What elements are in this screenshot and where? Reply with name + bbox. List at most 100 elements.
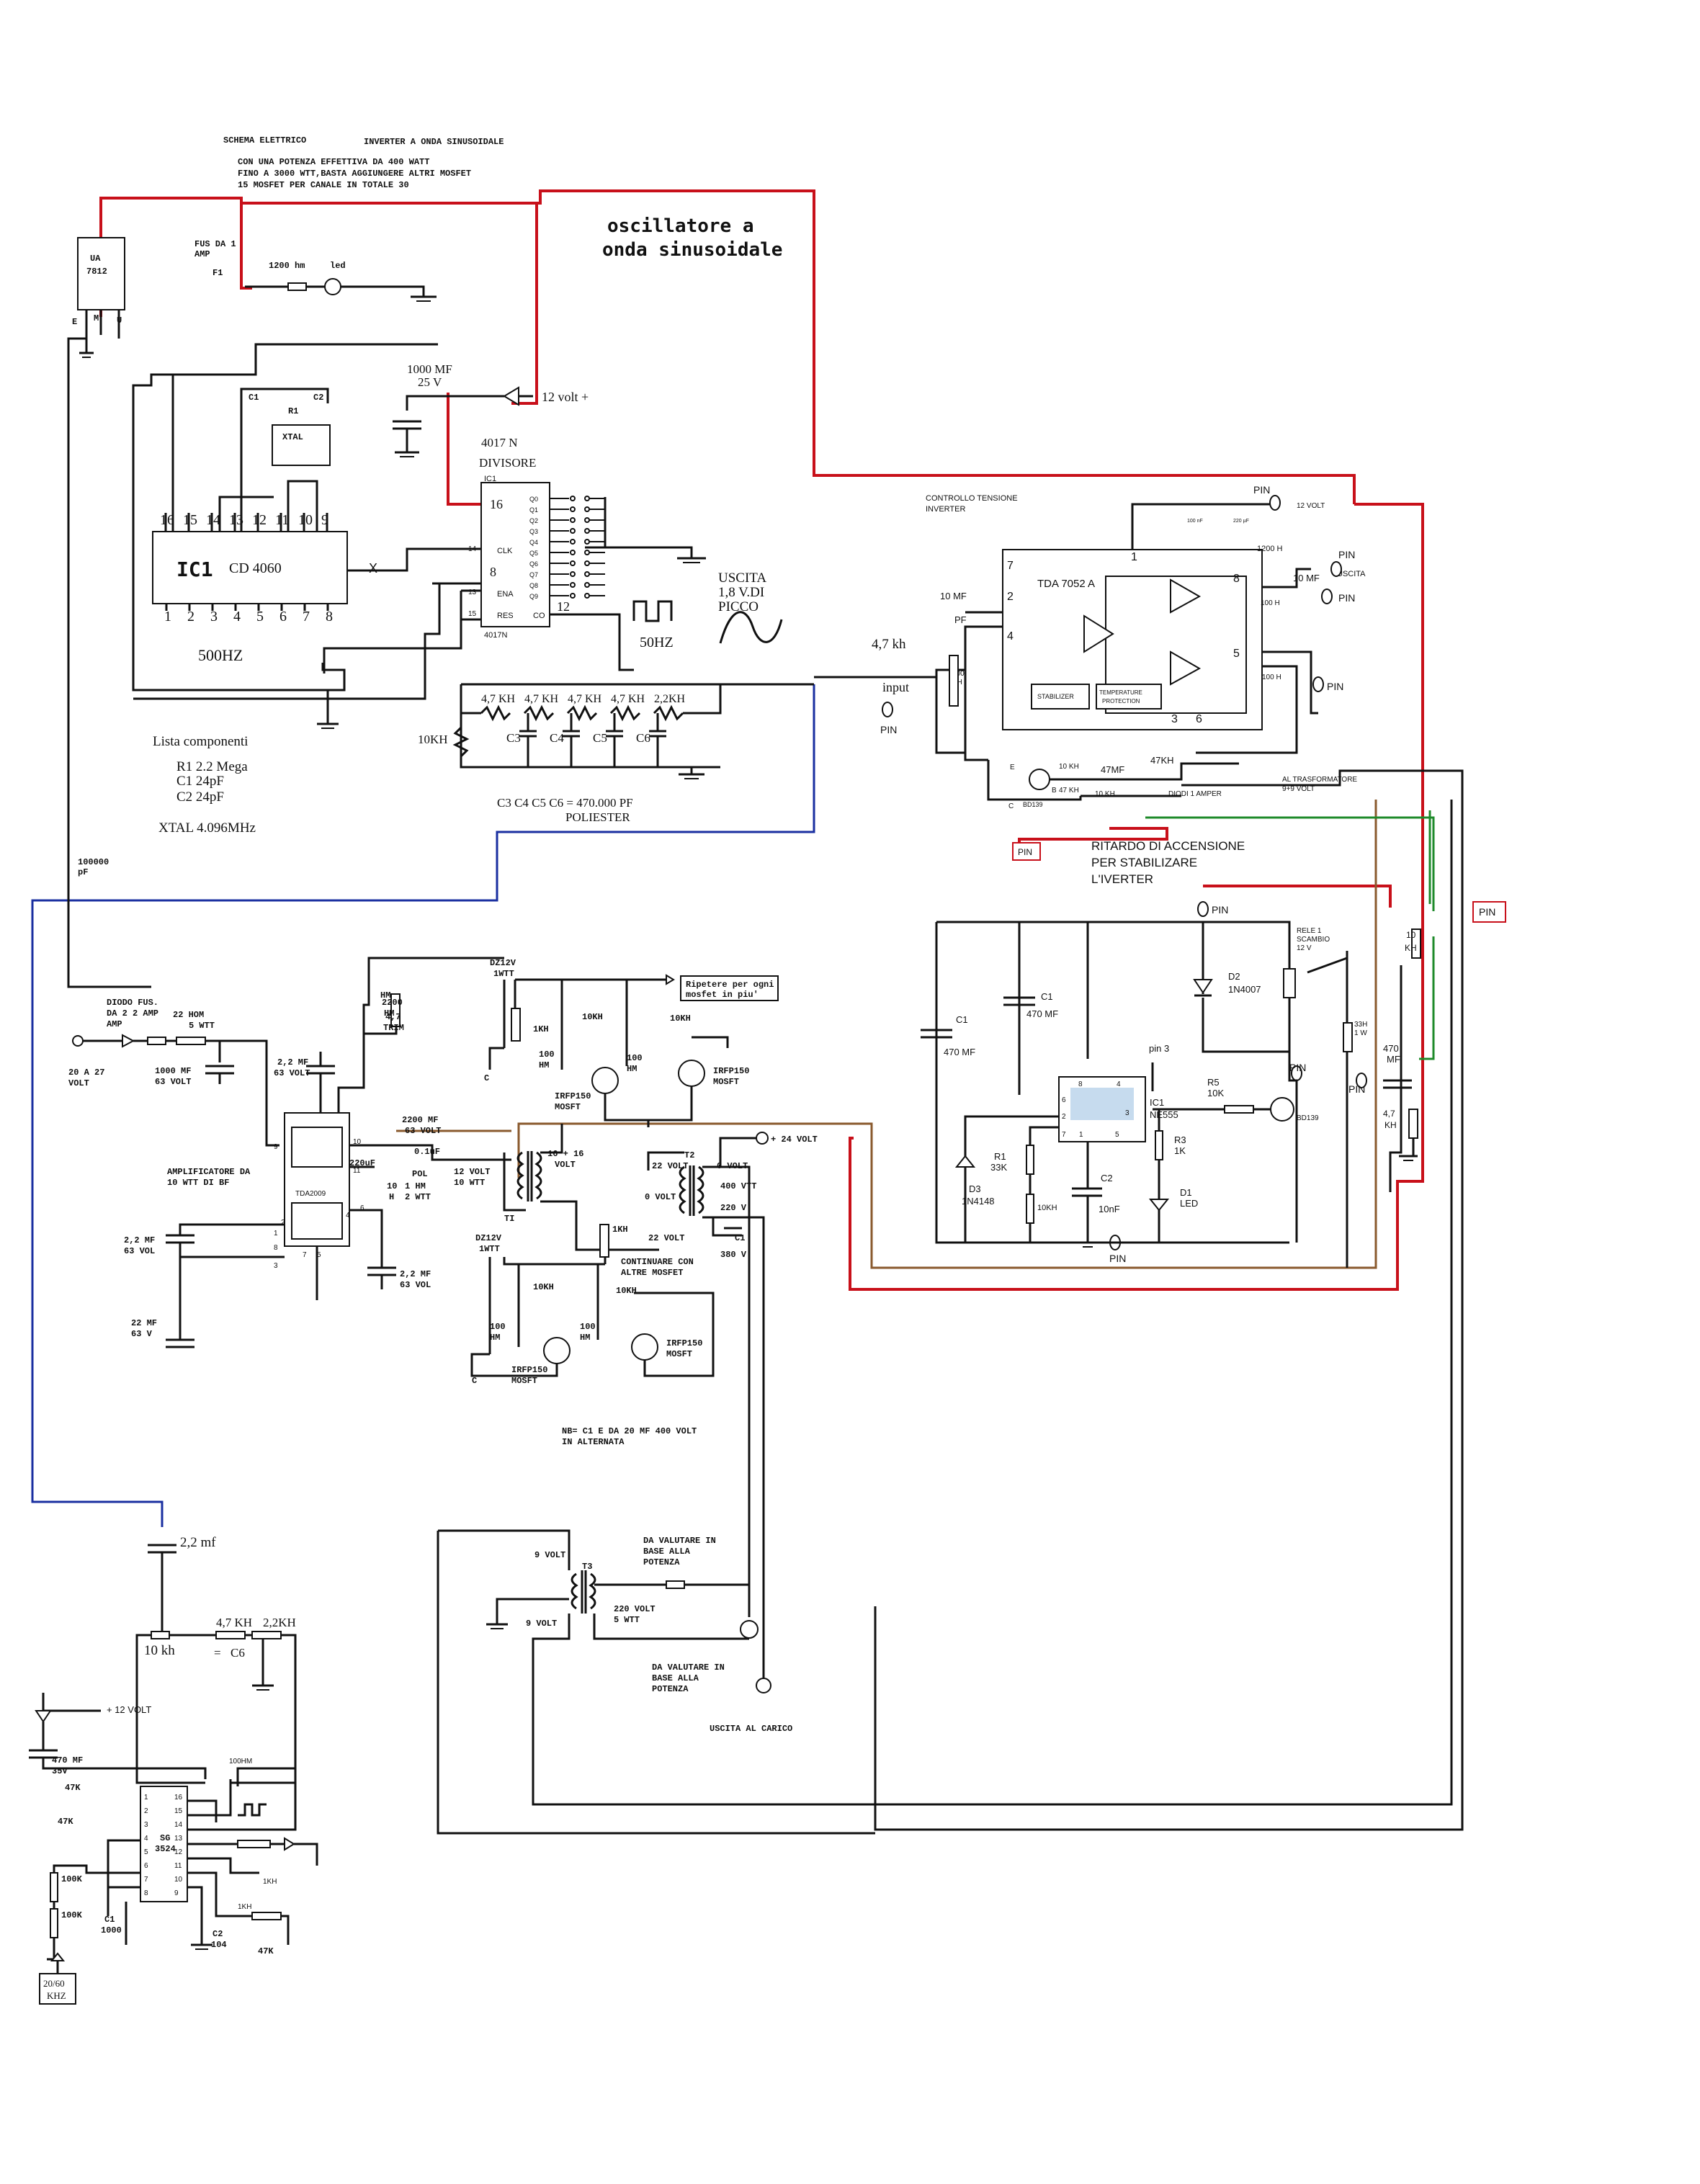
sg3524-pin: 1: [144, 1794, 148, 1802]
tda2009-pin: 11: [353, 1167, 361, 1175]
svg-text:pF: pF: [78, 867, 88, 877]
sg3524-pin: 3: [144, 1821, 148, 1829]
svg-text:NE555: NE555: [1150, 1109, 1178, 1120]
svg-text:380 V: 380 V: [720, 1250, 747, 1260]
pwm-freq: 20/60: [43, 1978, 65, 1989]
svg-text:10: 10: [1406, 930, 1416, 940]
cd4060-pin: 1: [164, 609, 171, 625]
filter-resistor: 2,2KH: [654, 693, 686, 705]
svg-text:47K: 47K: [258, 1946, 274, 1956]
svg-text:10: 10: [387, 1181, 397, 1191]
plus-12v-pwm: + 12 VOLT: [107, 1704, 151, 1715]
tda2009-pin: 5: [317, 1251, 321, 1259]
svg-text:R3: R3: [1174, 1134, 1186, 1145]
divider-output: Q6: [529, 560, 538, 568]
divider-output: Q1: [529, 506, 538, 514]
transformer-t1: [516, 1151, 542, 1201]
r-10kh: 10KH: [418, 733, 448, 746]
svg-text:1KH: 1KH: [533, 1024, 549, 1034]
cd4060-pin: 8: [326, 609, 333, 625]
delay-title-1: RITARDO DI ACCENSIONE: [1091, 839, 1245, 853]
svg-text:BASE ALLA: BASE ALLA: [643, 1547, 691, 1557]
sg3524-pin: 7: [144, 1876, 148, 1884]
supply-12v: 12 volt +: [542, 390, 589, 404]
svg-text:5 WTT: 5 WTT: [189, 1021, 215, 1031]
svg-text:PF: PF: [954, 614, 967, 625]
oscillator-title-1: oscillatore a: [607, 215, 754, 237]
pin-marker: PIN: [1253, 484, 1270, 496]
divider-output: Q5: [529, 550, 538, 557]
svg-text:INVERTER: INVERTER: [926, 505, 965, 514]
svg-text:4017N: 4017N: [484, 631, 507, 640]
svg-text:100 H: 100 H: [1261, 599, 1280, 607]
ne555-pin: 1: [1079, 1131, 1083, 1139]
svg-text:C6: C6: [231, 1646, 245, 1660]
svg-text:IC1: IC1: [1150, 1097, 1164, 1108]
cd4060-pin: 9: [321, 512, 328, 528]
svg-text:IN ALTERNATA: IN ALTERNATA: [562, 1437, 625, 1447]
sg3524-pin: 9: [174, 1889, 179, 1897]
svg-text:C: C: [1008, 802, 1014, 810]
divider-part: 4017 N: [481, 436, 518, 449]
oscillator-title-2: onda sinusoidale: [602, 239, 782, 261]
svg-text:25 V: 25 V: [418, 375, 442, 389]
pin-box-right: [1472, 901, 1506, 923]
svg-text:33H: 33H: [1354, 1021, 1367, 1029]
svg-text:470 MF: 470 MF: [52, 1755, 83, 1765]
svg-text:DA 2 2 AMP: DA 2 2 AMP: [107, 1008, 158, 1019]
svg-text:H: H: [389, 1192, 394, 1202]
divider-output: Q9: [529, 593, 538, 600]
filter-cap: C6: [636, 731, 650, 745]
svg-text:KHZ: KHZ: [47, 1990, 66, 2001]
svg-text:63 VOLT: 63 VOLT: [405, 1126, 441, 1136]
svg-text:470 MF: 470 MF: [1026, 1008, 1058, 1019]
supply-20-27v: 20 A 27: [68, 1068, 104, 1078]
svg-text:IRFP150: IRFP150: [555, 1091, 591, 1101]
cd4060-pin: 15: [183, 512, 197, 528]
svg-text:2,2 MF: 2,2 MF: [124, 1235, 155, 1245]
tda-pin: 6: [1196, 713, 1202, 725]
svg-text:C1: C1: [1041, 991, 1053, 1002]
sg3524-pin: 16: [174, 1794, 183, 1802]
svg-text:10 WTT: 10 WTT: [454, 1178, 485, 1188]
component-c2: C2 24pF: [176, 789, 224, 805]
red-supply-wires: [99, 189, 1424, 1291]
svg-text:TRIM: TRIM: [383, 1023, 404, 1033]
svg-text:POTENZA: POTENZA: [652, 1684, 689, 1694]
svg-text:KH: KH: [1384, 1120, 1397, 1130]
title: SCHEMA ELETTRICO: [223, 135, 306, 146]
filter-resistor: 4,7 KH: [568, 693, 602, 705]
pin-marker: PIN: [880, 724, 897, 735]
svg-text:1N4007: 1N4007: [1228, 984, 1261, 995]
svg-text:mosfet in piu': mosfet in piu': [686, 990, 759, 1000]
ne555-pin: 6: [1062, 1096, 1066, 1104]
tda2009-pin: 2: [281, 1219, 285, 1227]
svg-text:DA VALUTARE IN: DA VALUTARE IN: [643, 1536, 716, 1546]
svg-text:C1: C1: [956, 1014, 968, 1025]
blue-signal-wire: [31, 684, 815, 1527]
sg3524-pin: 2: [144, 1807, 148, 1815]
svg-text:104: 104: [211, 1940, 227, 1950]
svg-text:T2: T2: [684, 1150, 694, 1160]
bd139-transistor: E B C BD139: [1008, 764, 1057, 810]
svg-text:T3: T3: [582, 1562, 592, 1572]
svg-text:1000 MF: 1000 MF: [155, 1066, 191, 1076]
svg-text:BD139: BD139: [1297, 1114, 1319, 1122]
cd4060-pin: 5: [256, 609, 264, 625]
sg3524-pin: 13: [174, 1835, 183, 1843]
transformer-t3: [571, 1570, 596, 1614]
svg-text:POL: POL: [412, 1169, 428, 1179]
svg-text:47MF: 47MF: [1101, 764, 1124, 775]
svg-text:DIODI 1 AMPER: DIODI 1 AMPER: [1168, 790, 1222, 798]
note-line-2: FINO A 3000 WTT,BASTA AGGIUNGERE ALTRI M…: [238, 169, 471, 179]
sg3524-pin: 4: [144, 1835, 148, 1843]
x-mark: X: [369, 561, 377, 576]
cd4060-pin: 16: [160, 512, 174, 528]
svg-text:2200 MF: 2200 MF: [402, 1115, 438, 1125]
svg-text:TDA2009: TDA2009: [295, 1190, 326, 1198]
svg-text:HM: HM: [627, 1064, 637, 1074]
svg-text:9+9 VOLT: 9+9 VOLT: [1282, 785, 1315, 793]
